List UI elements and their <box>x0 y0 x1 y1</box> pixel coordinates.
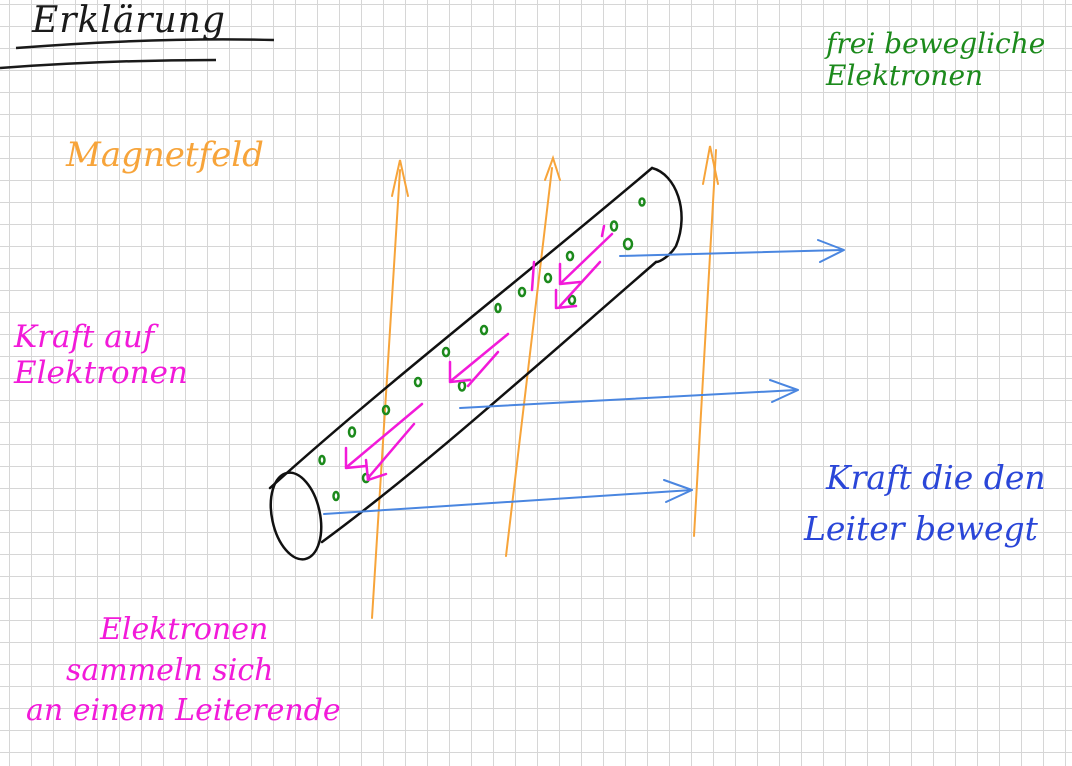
field-line-middle-arrow <box>544 154 561 181</box>
magnetic-field-label: Magnetfeld <box>66 135 264 175</box>
force-moving-conductor-line-1: Kraft die den <box>826 458 1046 497</box>
field-line-right-arrow <box>702 145 719 185</box>
free-electrons-line-1: frei bewegliche <box>826 27 1046 60</box>
electrons-collect-line-2: sammeln sich <box>66 652 274 688</box>
electrons-collect-line-1: Elektronen <box>100 612 269 647</box>
conductor-force-arrows <box>323 239 845 515</box>
force-on-electrons-line-1: Kraft auf <box>14 319 155 355</box>
title-underline-2 <box>0 58 217 70</box>
free-electrons-line-2: Elektronen <box>826 59 984 93</box>
conductor-end-left <box>269 471 323 561</box>
conductor-top-edge <box>268 166 654 490</box>
field-line-left-arrow <box>391 159 409 197</box>
electron-force-arrows <box>344 224 614 482</box>
force-arrow-middle <box>459 389 797 409</box>
title-underline <box>15 38 275 50</box>
force-on-electrons-line-2: Elektronen <box>14 354 188 391</box>
electrons-collect-label: Elektronen sammeln sich an einem Leitere… <box>26 610 341 732</box>
force-moving-conductor-label: Kraft die den Leiter bewegt <box>804 452 1046 554</box>
force-arrow-top <box>619 249 843 257</box>
field-line-middle <box>505 167 553 557</box>
electrons <box>318 197 646 502</box>
force-moving-conductor-line-2: Leiter bewegt <box>804 509 1038 549</box>
page-title: Erklärung <box>32 0 226 41</box>
electrons-collect-line-3: an einem Leiterende <box>26 693 341 728</box>
force-on-electrons-label: Kraft auf Elektronen <box>14 319 188 391</box>
conductor-end-right <box>650 166 683 264</box>
force-arrow-bottom <box>323 489 693 515</box>
free-electrons-label: frei bewegliche Elektronen <box>826 27 1046 93</box>
field-line-right <box>693 149 717 537</box>
magnetic-field-lines <box>371 145 719 619</box>
field-line-left <box>371 169 401 619</box>
